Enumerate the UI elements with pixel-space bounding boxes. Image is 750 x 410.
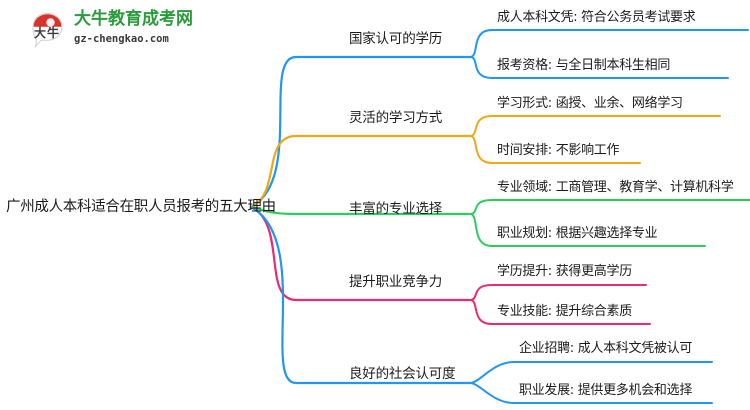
connector-curve: [469, 284, 647, 301]
logo-wordmark: 大牛教育成考网 gz-chengkao.com: [74, 9, 193, 46]
connector-curve: [469, 299, 651, 325]
connector-curve: [469, 213, 706, 247]
leaf-label-3-2[interactable]: 职业规划: 根据兴趣选择专业: [497, 226, 658, 241]
branch-label-5[interactable]: 良好的社会认可度: [349, 366, 456, 382]
leaf-label-3-1[interactable]: 专业领域: 工商管理、教育学、计算机科学: [497, 180, 734, 195]
connector-curve: [469, 56, 729, 79]
branch-label-4[interactable]: 提升职业竞争力: [349, 274, 443, 290]
leaf-label-1-1[interactable]: 成人本科文凭: 符合公务员考试要求: [497, 10, 696, 25]
branch-label-2[interactable]: 灵活的学习方式: [349, 110, 443, 126]
connector-curve: [249, 134, 472, 209]
connector-curve: [469, 115, 721, 137]
svg-text:大: 大: [34, 25, 46, 40]
logo-name-cn: 大牛教育成考网: [74, 9, 193, 29]
leaf-label-2-2[interactable]: 时间安排: 不影响工作: [497, 143, 620, 158]
site-logo[interactable]: 大 牛 大牛教育成考网 gz-chengkao.com: [26, 8, 193, 54]
branch-label-1[interactable]: 国家认可的学历: [349, 31, 443, 47]
logo-url: gz-chengkao.com: [74, 33, 169, 45]
connector-curve: [469, 361, 713, 384]
connector-curve: [249, 55, 472, 209]
connector-curve: [469, 382, 713, 404]
leaf-label-4-1[interactable]: 学历提升: 获得更高学历: [497, 264, 632, 279]
leaf-label-1-2[interactable]: 报考资格: 与全日制本科生相同: [497, 58, 671, 73]
connector-curve: [249, 205, 472, 385]
daniu-logo-icon: 大 牛: [32, 12, 63, 49]
leaf-label-4-2[interactable]: 专业技能: 提升综合素质: [497, 304, 632, 319]
connector-curve: [469, 135, 641, 164]
svg-text:牛: 牛: [47, 25, 59, 40]
mindmap-root-label: 广州成人本科适合在职人员报考的五大理由: [6, 199, 276, 215]
leaf-label-2-1[interactable]: 学习形式: 函授、业余、网络学习: [497, 96, 683, 111]
leaf-label-5-1[interactable]: 企业招聘: 成人本科文凭被认可: [519, 341, 693, 356]
branch-label-3[interactable]: 丰富的专业选择: [349, 201, 443, 217]
connector-curve: [469, 199, 750, 215]
leaf-label-5-2[interactable]: 职业发展: 提供更多机会和选择: [519, 383, 693, 398]
connector-curve: [469, 29, 749, 58]
